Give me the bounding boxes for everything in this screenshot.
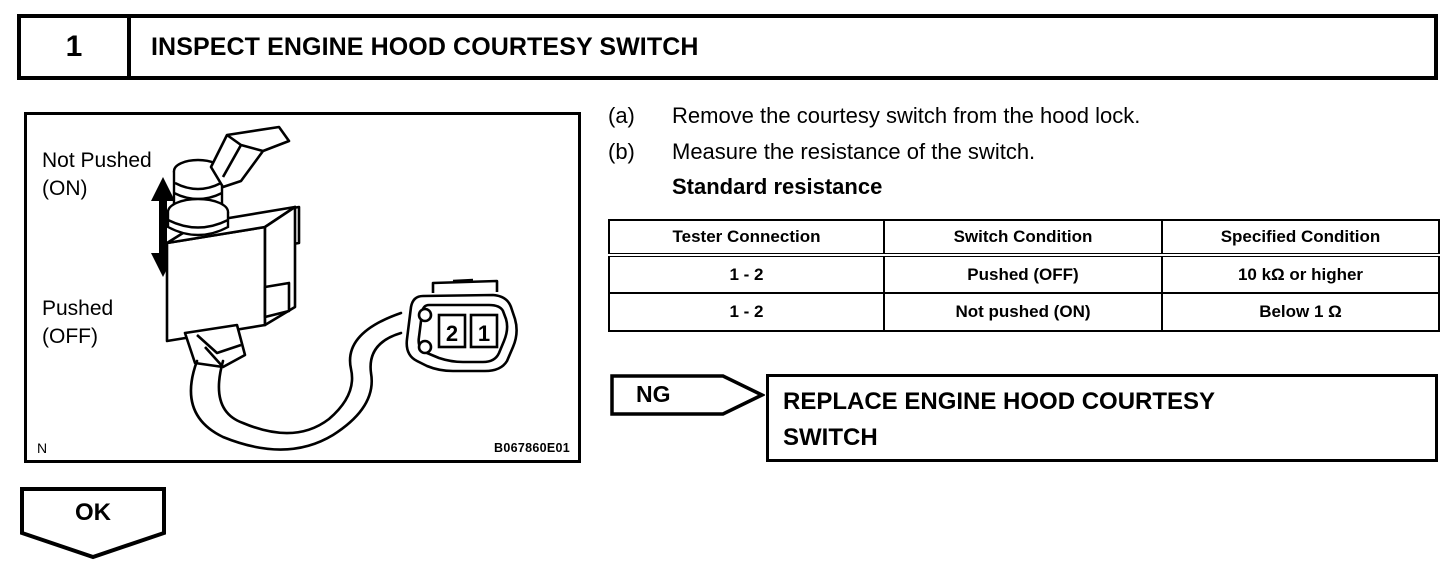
cell-specified-condition: Below 1 Ω [1161,292,1440,332]
step-number-cell: 1 [21,18,131,76]
table-header-switch-condition: Switch Condition [883,219,1163,256]
courtesy-switch-drawing: 2 1 [151,125,518,451]
procedure-step-a-text: Remove the courtesy switch from the hood… [672,103,1141,128]
table-head: Tester Connection Switch Condition Speci… [608,219,1440,256]
table-header-specified-condition: Specified Condition [1161,219,1440,256]
cell-specified-condition: 10 kΩ or higher [1161,253,1440,294]
connector-pin-1-label: 1 [478,321,490,346]
ng-label: NG [636,381,671,407]
illustration-label-pushed: Pushed (OFF) [42,297,114,348]
step-header-bar: 1 INSPECT ENGINE HOOD COURTESY SWITCH [17,14,1438,80]
table-row: 1 - 2 Not pushed (ON) Below 1 Ω [608,292,1440,332]
table-row: 1 - 2 Pushed (OFF) 10 kΩ or higher [608,253,1440,294]
ng-result-text: REPLACE ENGINE HOOD COURTESY SWITCH [783,388,1216,451]
procedure-step-b-text: Measure the resistance of the switch. [672,138,1036,164]
procedure-steps: (a) Remove the courtesy switch from the … [608,100,1438,204]
cell-tester-connection: 1 - 2 [608,292,885,332]
ng-branch: NG REPLACE ENGINE HOOD COURTESY SWITCH [610,374,1438,464]
illustration-corner-mark: N [37,440,48,456]
table-header-row: Tester Connection Switch Condition Speci… [608,219,1440,256]
travel-direction-arrow [151,177,175,277]
standard-resistance-table: Tester Connection Switch Condition Speci… [608,219,1440,332]
illustration-figure-id: B067860E01 [494,441,570,455]
standard-resistance-heading: Standard resistance [672,174,883,200]
cell-switch-condition: Pushed (OFF) [883,253,1163,294]
connector-pin-2-label: 2 [446,321,458,346]
step-number: 1 [65,30,83,63]
step-title-cell: INSPECT ENGINE HOOD COURTESY SWITCH [131,18,1434,76]
ok-label: OK [75,499,111,526]
procedure-step-a-letter: (a) [608,103,635,128]
ng-result-box: REPLACE ENGINE HOOD COURTESY SWITCH [766,374,1438,462]
procedure-step-b-letter: (b) [608,138,635,164]
ok-branch: OK [20,487,166,561]
table-body: 1 - 2 Pushed (OFF) 10 kΩ or higher 1 - 2… [608,253,1440,332]
cell-tester-connection: 1 - 2 [608,253,885,294]
procedure-step-a: (a) Remove the courtesy switch from the … [608,100,1438,133]
ng-arrow-shape: NG [610,374,765,416]
illustration-panel: Not Pushed (ON) Pushed (OFF) [24,112,581,463]
cell-switch-condition: Not pushed (ON) [883,292,1163,332]
table-header-tester-connection: Tester Connection [608,219,885,256]
procedure-step-b: (b) Measure the resistance of the switch… [608,136,1438,169]
illustration-label-not-pushed: Not Pushed (ON) [42,149,152,200]
ok-arrow-shape [20,487,166,560]
step-title: INSPECT ENGINE HOOD COURTESY SWITCH [151,32,699,61]
